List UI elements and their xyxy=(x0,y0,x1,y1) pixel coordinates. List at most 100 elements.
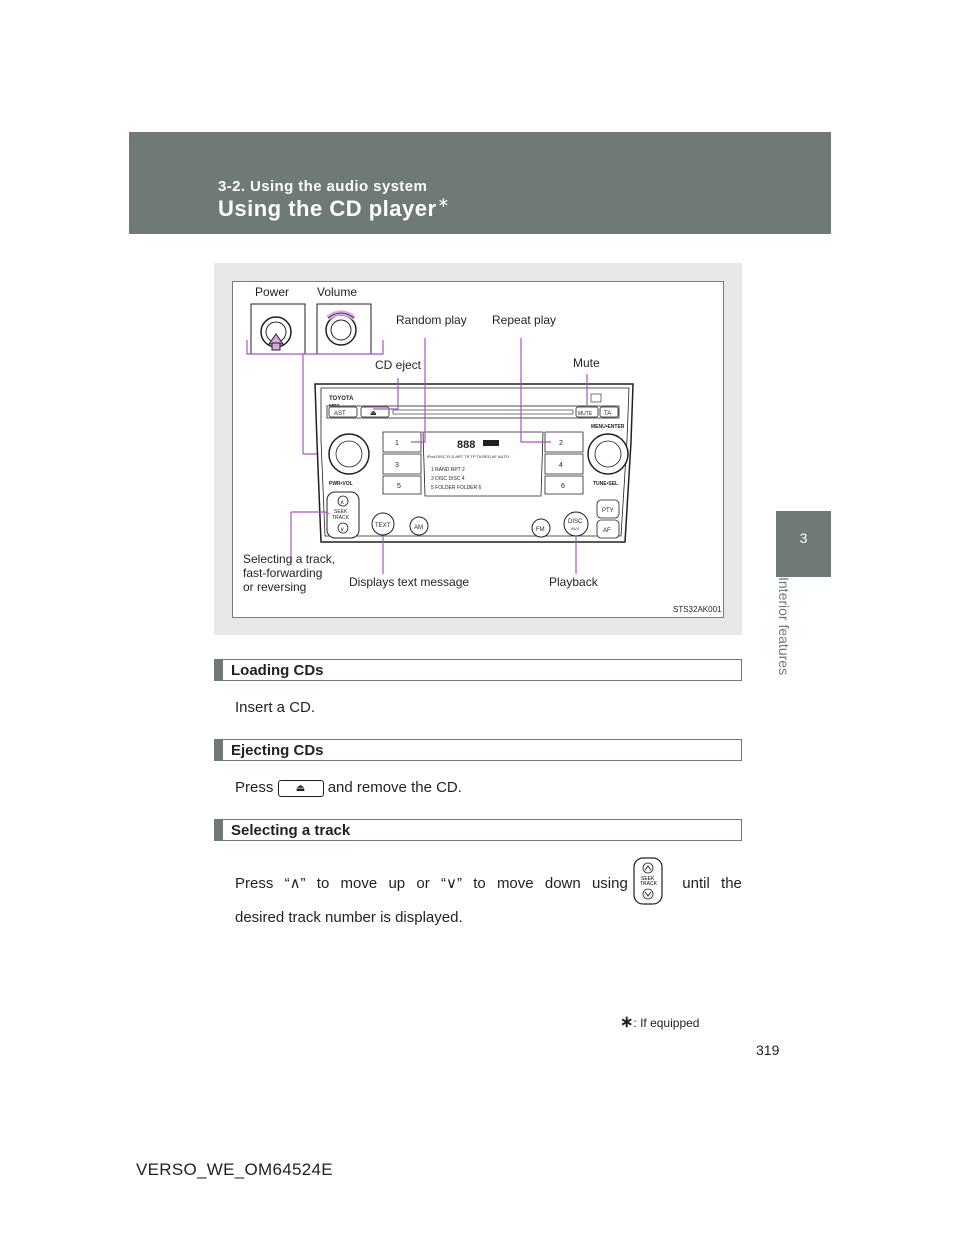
svg-text:∧: ∧ xyxy=(340,500,344,506)
ta-label: TA xyxy=(604,411,611,417)
preset-2-label: 2 xyxy=(559,440,563,447)
page-title-text: Using the CD player xyxy=(218,196,437,221)
ast-label: AST xyxy=(334,411,346,417)
display-status: iPod DISC FLD ART TR TP TA REG AF AUTO xyxy=(427,454,509,459)
callout-playback: Playback xyxy=(549,575,598,589)
word: up xyxy=(388,874,406,892)
cd-slot xyxy=(392,409,574,415)
page-title: Using the CD player∗ xyxy=(218,194,450,222)
preset-1-label: 1 xyxy=(395,440,399,447)
chapter-tab xyxy=(776,511,831,577)
preset-4-label: 4 xyxy=(559,462,563,469)
text-button[interactable] xyxy=(371,512,395,536)
callout-repeat-play: Repeat play xyxy=(492,313,557,327)
svg-text:∨: ∨ xyxy=(340,527,344,533)
volume-knob-inset xyxy=(316,303,372,355)
callout-seek-line2: fast-forwarding xyxy=(243,566,323,580)
key-track-label: TRACK xyxy=(640,881,658,887)
callout-seek-line3: or reversing xyxy=(243,580,307,594)
preset-6-label: 6 xyxy=(561,483,565,490)
callout-mute: Mute xyxy=(573,356,600,370)
pty-button[interactable] xyxy=(596,499,620,519)
chapter-label: Interior features xyxy=(776,577,802,697)
audio-unit-faceplate: TOYOTA MP3 AST ⏏ MUTE TA PWR•VOL xyxy=(314,383,634,543)
section-ejecting-cds: Ejecting CDs xyxy=(214,739,742,761)
word: down xyxy=(544,874,581,892)
disc-logo-icon xyxy=(590,393,602,403)
word: until xyxy=(682,874,710,892)
brand-label: TOYOTA xyxy=(329,396,354,402)
seek-label: SEEK xyxy=(334,509,348,515)
pwr-vol-label: PWR•VOL xyxy=(329,481,353,487)
section-title: Selecting a track xyxy=(231,822,351,839)
word: using xyxy=(591,874,628,892)
power-knob-inset xyxy=(250,303,306,355)
preset-buttons-right: 2 4 6 xyxy=(544,431,584,495)
section-title: Loading CDs xyxy=(231,662,324,679)
audio-unit-illustration: TOYOTA MP3 AST ⏏ MUTE TA PWR•VOL xyxy=(246,303,634,574)
track-label: TRACK xyxy=(332,515,350,521)
callout-random-play: Random play xyxy=(396,313,467,327)
callout-seek-line1: Selecting a track, xyxy=(243,552,336,566)
disc-label: DISC xyxy=(568,519,583,525)
figure-code: STS32AK001 xyxy=(673,605,722,614)
callout-seek: Selecting a track, fast-forwarding or re… xyxy=(243,552,335,594)
am-label: AM xyxy=(414,525,423,531)
chapter-header-band xyxy=(129,132,831,234)
af-label: AF xyxy=(603,528,611,534)
display-row-3: 5 FOLDER FOLDER 6 xyxy=(431,485,482,491)
section-title: Ejecting CDs xyxy=(231,742,324,759)
footnote: ∗: If equipped xyxy=(620,1012,699,1032)
down-symbol: “∨” xyxy=(440,875,462,892)
word: move xyxy=(340,874,378,892)
preset-5-label: 5 xyxy=(397,483,401,490)
callout-text-message: Displays text message xyxy=(349,575,470,589)
preset-buttons-left: 1 3 5 xyxy=(382,431,422,495)
preset-3-label: 3 xyxy=(395,462,399,469)
am-button[interactable] xyxy=(409,516,429,536)
section-selecting-track: Selecting a track xyxy=(214,819,742,841)
equipped-mark: ∗ xyxy=(437,194,450,210)
callout-power: Power xyxy=(255,285,290,299)
display-digits: 888 xyxy=(457,439,475,451)
seek-down-icon xyxy=(337,522,349,534)
eject-prefix: Press xyxy=(235,779,274,796)
footnote-text: : If equipped xyxy=(633,1016,700,1030)
word: Press xyxy=(235,874,274,892)
display-row-2: 3 DISC DISC 4 xyxy=(431,476,465,482)
eject-key-icon: ⏏ xyxy=(277,779,324,797)
callout-cd-eject: CD eject xyxy=(375,358,422,372)
chapter-number: 3 xyxy=(799,530,808,546)
eject-instruction: Press ⏏ and remove the CD. xyxy=(235,779,462,797)
fm-button[interactable] xyxy=(531,518,551,538)
section-label: 3-2. Using the audio system xyxy=(218,178,428,195)
pty-label: PTY xyxy=(602,508,614,514)
fm-label: FM xyxy=(536,527,545,533)
chapter-label-text: Interior features xyxy=(776,577,792,676)
select-instruction-line2: desired track number is displayed. xyxy=(235,909,463,926)
ta-button[interactable] xyxy=(599,406,619,418)
loading-text: Insert a CD. xyxy=(235,699,316,716)
audio-unit-figure: TOYOTA MP3 AST ⏏ MUTE TA PWR•VOL xyxy=(232,281,724,618)
ast-button[interactable] xyxy=(328,406,358,418)
aux-label: AUX xyxy=(571,526,580,531)
word: or xyxy=(416,874,430,892)
word: the xyxy=(721,874,742,892)
callout-lines xyxy=(290,338,588,574)
select-instruction-line1: Press “∧” to move up or “∨” to move down… xyxy=(235,874,742,893)
seek-track-rocker[interactable] xyxy=(326,491,360,539)
document-code: VERSO_WE_OM64524E xyxy=(136,1160,333,1179)
display-row-1: 1 RAND RPT 2 xyxy=(431,467,465,473)
af-button[interactable] xyxy=(596,519,620,539)
word: to xyxy=(316,874,330,892)
inset-bracket xyxy=(246,340,384,355)
eject-suffix: and remove the CD. xyxy=(327,779,462,796)
display-panel: 888 iPod DISC FLD ART TR TP TA REG AF AU… xyxy=(422,431,544,497)
text-key-label: TEXT xyxy=(375,523,391,529)
seek-track-key-icon: SEEK TRACK xyxy=(633,857,663,905)
word: to xyxy=(473,874,486,892)
key-seek-label: SEEK xyxy=(641,876,655,882)
callout-volume: Volume xyxy=(317,285,358,299)
mute-key-label: MUTE xyxy=(578,411,593,417)
word: move xyxy=(496,874,534,892)
